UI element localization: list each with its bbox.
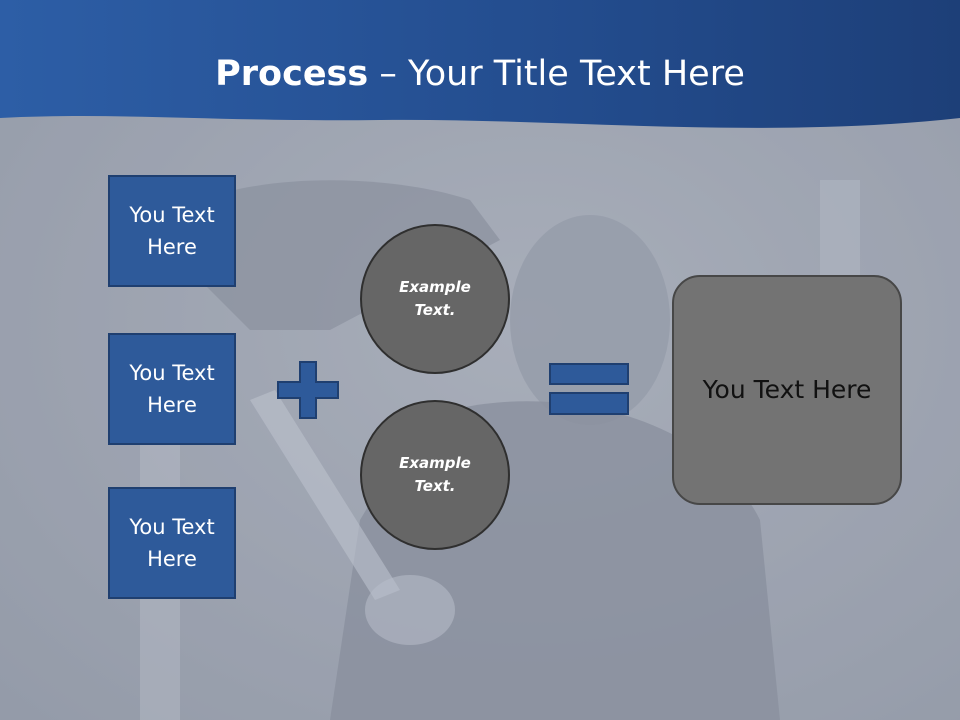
text-box-2: You Text Here <box>108 333 236 445</box>
text-box-3: You Text Here <box>108 487 236 599</box>
title-bold: Process <box>215 54 369 94</box>
circle-label: Example Text. <box>399 454 471 495</box>
slide-title: Process – Your Title Text Here <box>0 52 960 96</box>
circle-label: Example Text. <box>399 278 471 319</box>
text-box-label: You Text Here <box>129 361 215 417</box>
circle-2: Example Text. <box>360 400 510 550</box>
result-label: You Text Here <box>702 375 872 404</box>
equals-icon <box>549 363 629 415</box>
text-box-label: You Text Here <box>129 203 215 259</box>
text-box-1: You Text Here <box>108 175 236 287</box>
header-banner <box>0 0 960 128</box>
text-box-label: You Text Here <box>129 515 215 571</box>
result-box: You Text Here <box>672 275 902 505</box>
plus-icon <box>277 361 339 419</box>
circle-1: Example Text. <box>360 224 510 374</box>
title-rest: – Your Title Text Here <box>368 54 745 94</box>
